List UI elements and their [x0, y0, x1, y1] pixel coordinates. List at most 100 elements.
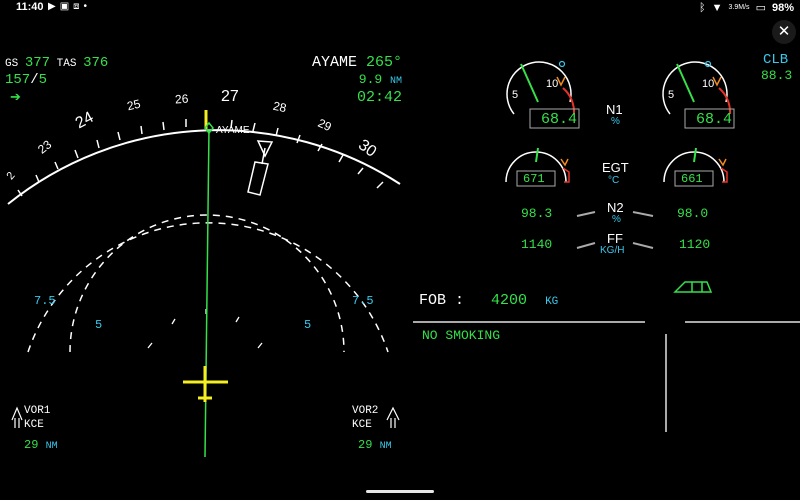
ff-right-value: 1120	[679, 237, 711, 252]
compass-tick	[230, 119, 233, 129]
fob-unit: KG	[545, 296, 559, 308]
close-icon: ✕	[777, 23, 791, 40]
fob-readout: FOB : 4200 KG	[419, 292, 558, 309]
vor1-distance-value: 29	[24, 438, 39, 452]
ring-tick	[171, 318, 176, 325]
compass-label-27: 27	[221, 88, 239, 105]
compass-tick	[54, 161, 59, 170]
wind-speed: 5	[38, 72, 48, 88]
n1-right-gauge	[662, 60, 735, 129]
compass-ticks	[17, 119, 384, 197]
gs-label: GS	[5, 58, 19, 70]
vor1-distance: 29 NM	[24, 438, 58, 452]
status-time: 11:40	[16, 1, 44, 13]
vor2-label: VOR2	[352, 405, 379, 417]
n2-right-value: 98.0	[677, 206, 709, 221]
nd-graphics	[7, 110, 401, 457]
n2-label: N2	[607, 200, 624, 215]
vor1-pointer-icon	[11, 406, 23, 428]
compass-tick	[252, 122, 256, 132]
waypoint-track: 265°	[365, 54, 402, 71]
vor1-info: VOR1 KCE	[24, 404, 50, 432]
app-notification-icon: ▶	[48, 1, 60, 12]
range-label-outer-left: 7.5	[34, 294, 56, 308]
n1-left-needle	[520, 63, 539, 103]
n1-left-value: 68.4	[541, 111, 578, 128]
fob-value: 4200	[491, 292, 528, 309]
waypoint-distance-value: 9.9	[358, 72, 383, 87]
home-indicator[interactable]	[366, 490, 434, 493]
status-right: ᛒ ▼ 3.9M/s ▭ 98%	[699, 1, 794, 15]
range-label-inner-right: 5	[304, 318, 312, 332]
compass-arc	[7, 129, 401, 205]
wind-direction: 157	[5, 72, 31, 88]
wifi-icon: ▼	[711, 1, 723, 14]
n2-left-value: 98.3	[521, 206, 553, 221]
waypoint-icon	[204, 121, 214, 135]
n1-right-scale-low: 5	[668, 89, 675, 101]
vor1-id: KCE	[24, 419, 44, 431]
data-speed: 3.9M/s	[728, 4, 750, 11]
compass-tick	[140, 125, 143, 135]
range-label-inner-left: 5	[95, 318, 103, 332]
fob-label: FOB :	[419, 292, 465, 309]
waypoint-name: AYAME	[311, 54, 357, 71]
compass-tick	[35, 174, 40, 183]
compass-tick	[96, 139, 100, 149]
close-button[interactable]: ✕	[772, 20, 796, 44]
ff-left-value: 1140	[521, 237, 553, 252]
waypoint-eta: 02:42	[356, 89, 402, 106]
course-arrow-icon	[247, 140, 274, 196]
flaps-icon	[673, 281, 713, 293]
egt-left-needle	[535, 147, 539, 163]
compass-tick	[162, 121, 165, 131]
ff-unit: KG/H	[600, 245, 625, 256]
compass-tick	[357, 167, 364, 175]
tas-value: 376	[83, 55, 109, 71]
egt-right-needle	[693, 147, 697, 163]
ground-speed-readout: GS 377 TAS 376	[5, 55, 108, 71]
compass-label-25: 25	[125, 96, 142, 114]
n2-ff-connectors	[576, 211, 654, 249]
egt-label: EGT	[602, 160, 629, 175]
bluetooth-icon: ᛒ	[699, 1, 706, 14]
vor2-id: KCE	[352, 419, 372, 431]
range-ring-inner	[69, 214, 345, 353]
vor2-distance-value: 29	[358, 438, 373, 452]
n1-left-limit-mark	[556, 76, 566, 87]
ring-tick	[257, 342, 263, 349]
dot-icon: •	[83, 1, 92, 12]
egt-right-gauge	[663, 147, 728, 187]
battery-level: 98%	[771, 1, 794, 14]
n1-left-gauge	[506, 60, 580, 129]
compass-label-28: 28	[271, 98, 288, 116]
battery-icon: ▭	[755, 2, 766, 14]
engine-display: CLB 88.3 5 10 5 10 68.4 68.4 N1 % 671 66…	[413, 52, 800, 457]
ring-tick	[147, 342, 153, 349]
nfc-icon: ⧈	[73, 1, 84, 12]
tas-label: TAS	[56, 58, 77, 70]
vor2-info: VOR2 KCE	[352, 404, 378, 432]
ring-tick	[235, 316, 240, 323]
route-line	[204, 128, 210, 457]
vor2-distance-unit: NM	[379, 441, 392, 452]
n1-right-value: 68.4	[696, 111, 733, 128]
ff-label: FF	[607, 231, 623, 246]
navigation-display: GS 377 TAS 376 157/5 ➔ AYAME 265° 9.9 NM…	[0, 52, 410, 457]
compass-label-26: 26	[174, 91, 189, 107]
image-icon: ▣	[59, 1, 74, 12]
egt-left-value: 671	[523, 172, 545, 186]
aircraft-symbol-icon	[183, 366, 228, 402]
ecam-graphics	[413, 60, 800, 432]
gs-value: 377	[24, 55, 51, 71]
vor2-pointer-icon	[386, 406, 400, 428]
compass-tick	[376, 181, 384, 189]
compass-tick	[275, 127, 279, 137]
n2-unit: %	[612, 214, 621, 225]
vor2-distance: 29 NM	[358, 438, 392, 452]
n1-right-scale-high: 10	[702, 78, 715, 90]
waypoint-distance: 9.9 NM	[359, 72, 402, 87]
n1-left-scale-high: 10	[546, 78, 559, 90]
status-bar: 11:40 ▶▣⧈• ᛒ ▼ 3.9M/s ▭ 98%	[0, 0, 800, 16]
compass-tick	[338, 154, 344, 163]
